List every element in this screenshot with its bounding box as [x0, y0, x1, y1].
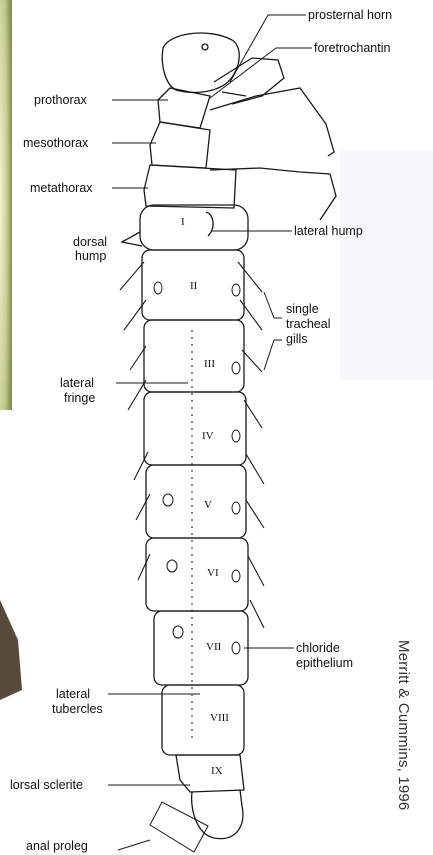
head-eye	[202, 44, 208, 50]
mesothorax-plate	[150, 122, 210, 168]
gill	[136, 494, 150, 520]
label-gills-line1: single	[286, 302, 319, 316]
prosternal-horn	[222, 92, 246, 96]
label-gills-line2: tracheal	[286, 317, 330, 331]
epithelium-oval	[173, 626, 183, 638]
label-mesothorax: mesothorax	[23, 136, 88, 150]
label-lateral-fringe-line1: lateral	[60, 376, 94, 390]
head-capsule	[162, 33, 239, 92]
gill	[246, 454, 264, 484]
hindleg	[210, 168, 336, 220]
segment-III	[144, 320, 244, 392]
dorsal-hump-shape	[122, 232, 142, 246]
left-photo-strip	[0, 0, 12, 410]
segment-IV	[144, 392, 246, 465]
label-metathorax: metathorax	[30, 181, 93, 195]
gill	[246, 500, 264, 528]
label-prosternal-horn: prosternal horn	[308, 8, 392, 22]
label-lateral-tubercles-line1: lateral	[56, 687, 90, 701]
lateral-hump-shape	[206, 212, 213, 236]
gill	[128, 380, 146, 410]
epithelium-oval	[154, 282, 162, 294]
left-dark-fragment	[0, 600, 22, 700]
segment-label-VII: VII	[206, 641, 221, 653]
segment-IX	[176, 755, 244, 792]
label-dorsal-sclerite: lorsal sclerite	[10, 778, 83, 792]
gill	[120, 262, 144, 290]
segment-label-VIII: VIII	[210, 712, 229, 724]
label-dorsal-hump-line1: dorsal	[73, 235, 107, 249]
segment-V	[146, 465, 246, 538]
segment-label-IV: IV	[202, 430, 214, 442]
epithelium-oval	[232, 362, 240, 374]
segment-label-II: II	[190, 280, 197, 292]
label-chloride-line2: epithelium	[296, 656, 353, 670]
segment-VII	[154, 611, 248, 685]
segment-VI	[146, 538, 248, 611]
label-foretrochantin: foretrochantin	[314, 41, 390, 55]
gill	[244, 400, 262, 428]
figure-credit: Merritt & Cummins, 1996	[395, 640, 412, 810]
prothorax-plate	[158, 88, 210, 128]
epithelium-oval	[232, 284, 240, 296]
segment-label-VI: VI	[207, 567, 219, 579]
label-anal-proleg: anal proleg	[26, 839, 88, 853]
gill	[138, 554, 150, 580]
leader-foretrochantin	[210, 48, 312, 98]
label-prothorax: prothorax	[34, 93, 87, 107]
label-gills-line3: gills	[286, 332, 308, 346]
label-lateral-hump: lateral hump	[294, 224, 363, 238]
label-lateral-tubercles-line2: tubercles	[52, 702, 103, 716]
chloride-epithelia	[154, 282, 240, 654]
gill	[242, 350, 262, 372]
larva-body	[122, 33, 336, 839]
anal-proleg-shape	[192, 790, 243, 839]
segment-I	[140, 205, 248, 250]
epithelium-oval	[163, 494, 173, 506]
leader-gills-bottom	[264, 340, 282, 370]
right-photo-strip	[340, 150, 433, 380]
gill	[248, 556, 264, 586]
midleg	[210, 88, 334, 156]
epithelium-oval	[167, 560, 177, 572]
epithelium-oval	[232, 570, 240, 582]
label-chloride-line1: chloride	[296, 641, 340, 655]
label-lateral-fringe-line2: fringe	[64, 391, 95, 405]
segment-label-IX: IX	[211, 765, 223, 777]
segment-label-V: V	[204, 499, 212, 511]
epithelium-oval	[232, 502, 240, 514]
segment-label-III: III	[204, 358, 215, 370]
label-dorsal-hump-line2: hump	[75, 249, 106, 263]
gill	[250, 600, 264, 628]
segment-VIII	[162, 685, 244, 755]
epithelium-oval	[232, 430, 240, 442]
epithelium-oval	[232, 642, 240, 654]
gill	[238, 262, 262, 292]
segment-label-I: I	[181, 216, 185, 228]
leader-gills-top	[264, 292, 282, 318]
foreleg	[214, 58, 284, 104]
metathorax-plate	[144, 165, 236, 208]
leader-anal-proleg	[118, 840, 150, 850]
